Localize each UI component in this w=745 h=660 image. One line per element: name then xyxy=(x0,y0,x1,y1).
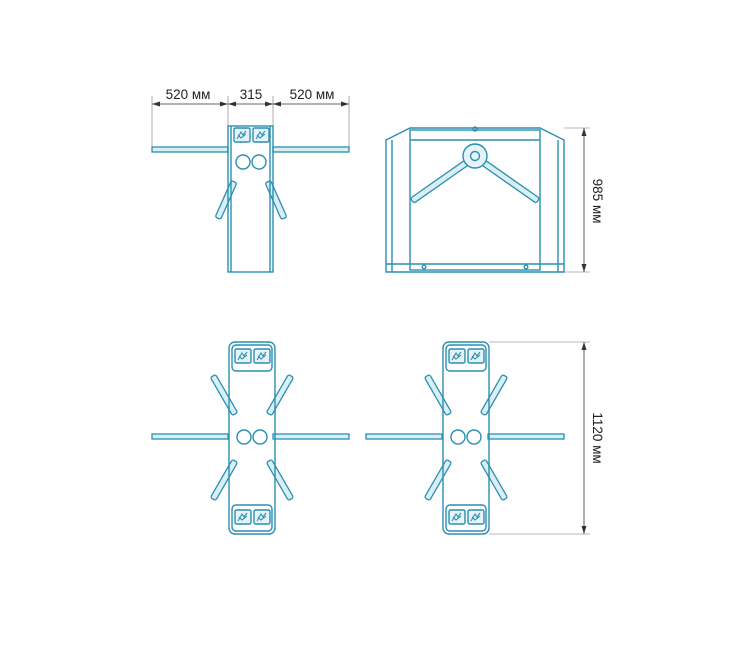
rotor-hub-icon xyxy=(462,143,488,169)
top-view-right: 1120 мм xyxy=(365,341,605,535)
indicator-light-icon xyxy=(450,429,466,445)
indicator-light-icon xyxy=(251,154,267,170)
card-reader-icon xyxy=(467,348,485,364)
dim-height-label: 985 мм xyxy=(590,179,605,224)
dim-arm-left-label: 520 мм xyxy=(166,87,211,102)
lower-right-arm xyxy=(265,180,287,220)
height-dimension-line xyxy=(564,127,590,273)
top-view-left xyxy=(151,341,350,535)
dim-depth-label: 1120 мм xyxy=(590,412,605,463)
indicator-light-icon xyxy=(252,429,268,445)
right-arm xyxy=(272,146,350,153)
top-view-body xyxy=(442,341,490,535)
dim-arm-right-label: 520 мм xyxy=(290,87,335,102)
card-reader-icon xyxy=(234,348,252,364)
depth-dimension-line xyxy=(489,341,590,535)
card-reader-icon xyxy=(233,127,251,143)
dim-body-width-label: 315 xyxy=(240,87,263,102)
top-dimension-line xyxy=(151,96,350,152)
card-reader-icon xyxy=(252,127,270,143)
indicator-light-icon xyxy=(466,429,482,445)
turnstile-body xyxy=(227,125,274,273)
top-view-body xyxy=(228,341,276,535)
card-reader-icon xyxy=(234,509,252,525)
card-reader-icon xyxy=(448,509,466,525)
front-view: 520 мм 315 520 мм xyxy=(151,87,350,273)
left-arm xyxy=(151,146,229,153)
card-reader-icon xyxy=(467,509,485,525)
card-reader-icon xyxy=(253,348,271,364)
side-view: 985 мм xyxy=(385,126,605,273)
card-reader-icon xyxy=(448,348,466,364)
indicator-light-icon xyxy=(235,154,251,170)
lower-left-arm xyxy=(215,180,237,220)
indicator-light-icon xyxy=(236,429,252,445)
card-reader-icon xyxy=(253,509,271,525)
